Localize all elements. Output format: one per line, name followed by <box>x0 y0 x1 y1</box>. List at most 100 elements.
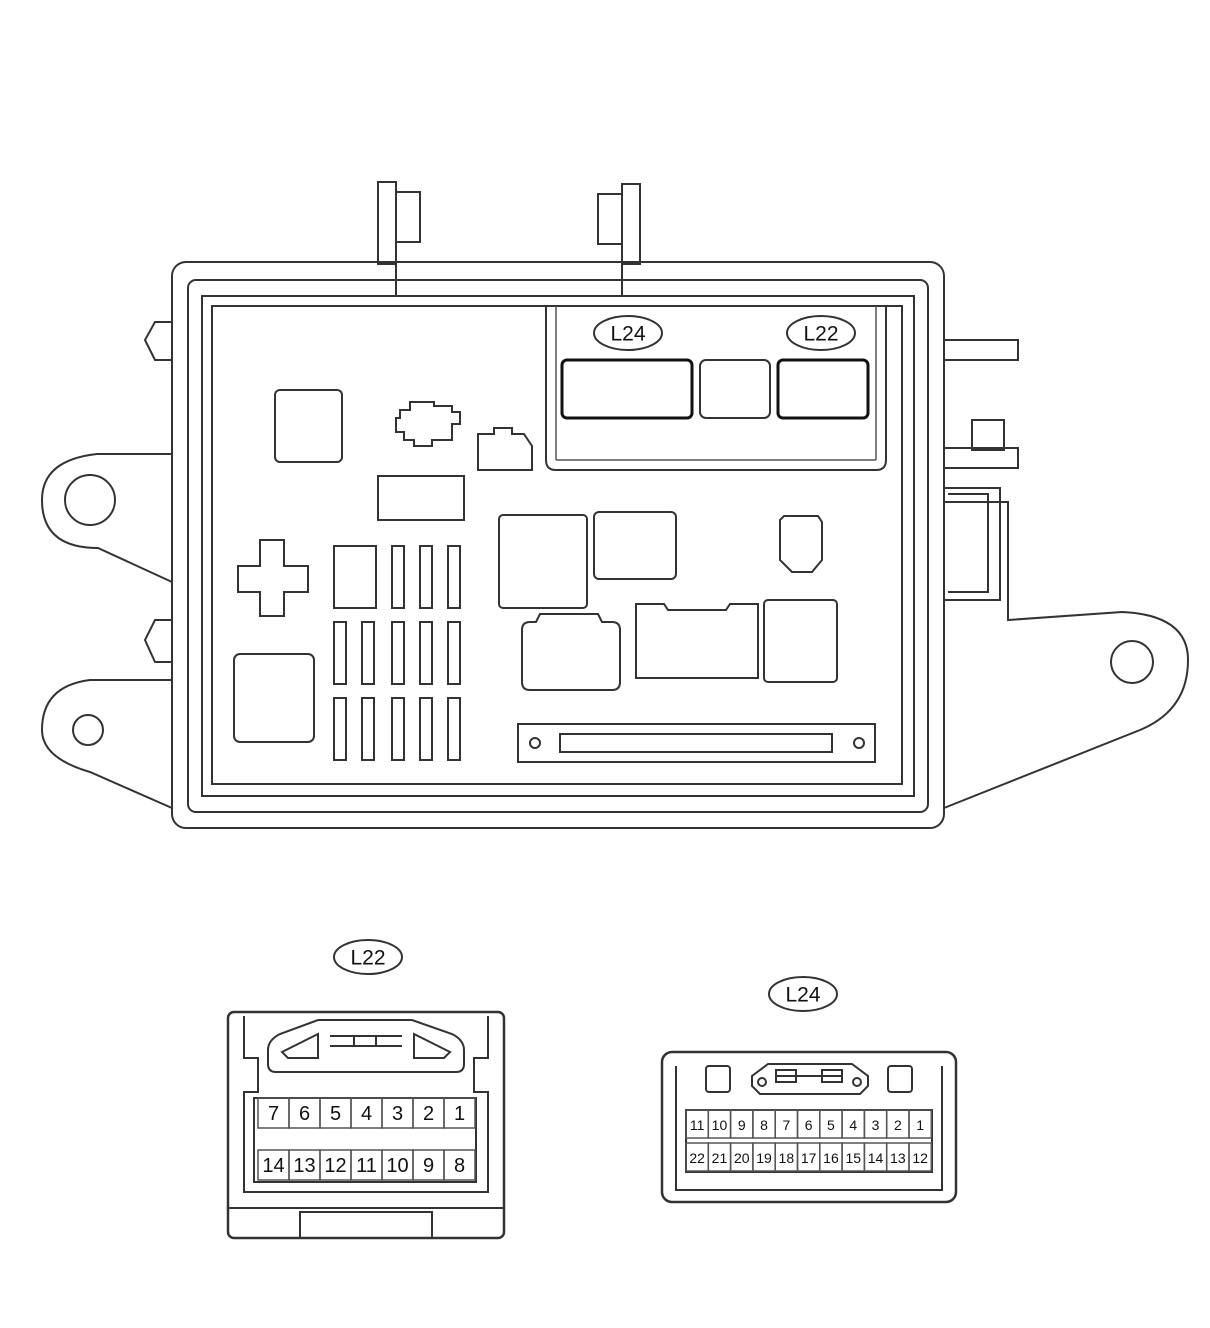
tag-l22-on-block: L22 <box>786 315 856 351</box>
fuse-slot <box>447 545 461 609</box>
pin-number: 11 <box>356 1155 377 1177</box>
pin-number: 20 <box>734 1150 750 1166</box>
right-tab-lower <box>944 447 1019 469</box>
connector-l22-lock <box>267 1019 465 1073</box>
pin-number: 17 <box>801 1150 817 1166</box>
top-tab-left-block <box>395 191 421 243</box>
pin-cavity <box>443 1149 476 1181</box>
diode-connector <box>395 401 461 447</box>
right-bracket-inner <box>948 493 989 593</box>
pin-number: 22 <box>689 1150 705 1166</box>
pin-number: 18 <box>779 1150 795 1166</box>
svg-text:L24: L24 <box>610 323 645 346</box>
tag-l24-on-block: L24 <box>593 315 663 351</box>
connector-l22-key <box>299 1211 433 1238</box>
relay-center <box>498 514 588 609</box>
top-tab-right-block <box>597 193 623 245</box>
pin-number: 1 <box>454 1103 465 1125</box>
pin-number: 4 <box>361 1103 372 1125</box>
fuse-slot <box>333 621 347 685</box>
fuse-strip-slot <box>559 733 833 753</box>
svg-text:L24: L24 <box>785 984 820 1007</box>
right-bracket <box>944 487 1001 601</box>
left-lower-mount-hole <box>72 714 104 746</box>
pin-number: 10 <box>386 1155 408 1177</box>
fuse-slot <box>447 697 461 761</box>
relay-round <box>521 613 621 691</box>
connector-l24-lock <box>751 1063 869 1095</box>
small-connector <box>477 427 533 471</box>
pin-cavity <box>908 1142 933 1172</box>
connector-l22-title: L22 <box>333 939 403 975</box>
component-plate <box>211 305 903 785</box>
left-upper-mounting-ear <box>40 453 173 583</box>
relay-top-left <box>274 389 343 463</box>
pin-number: 13 <box>293 1155 315 1177</box>
pin-cavity <box>443 1097 476 1129</box>
pin-number: 11 <box>690 1117 705 1133</box>
right-tab-lower-boss <box>971 419 1005 451</box>
connector-l24-shell <box>660 1050 958 1204</box>
pin-number: 6 <box>299 1103 310 1125</box>
fuse-slot <box>419 545 433 609</box>
right-tab-upper <box>943 339 1019 361</box>
pin-number: 14 <box>262 1155 284 1177</box>
left-lower-mounting-ear <box>40 679 173 809</box>
top-tab-left-stem <box>377 181 397 265</box>
relay-right <box>763 599 838 683</box>
pin-number: 16 <box>823 1150 839 1166</box>
pin-number: 12 <box>912 1150 928 1166</box>
relay-bottom-left <box>233 653 315 743</box>
pin-number: 5 <box>827 1117 835 1133</box>
pin-number: 21 <box>712 1150 728 1166</box>
fuse-maxi <box>333 545 377 609</box>
pin-number: 8 <box>760 1117 768 1133</box>
right-mounting-ear <box>943 501 1190 809</box>
cross-terminal <box>237 539 309 617</box>
pin-number: 2 <box>894 1117 902 1133</box>
pin-number: 6 <box>805 1117 813 1133</box>
fuse-slot <box>361 697 375 761</box>
connector-l22-cavity <box>243 1016 489 1193</box>
pin-number: 5 <box>330 1103 341 1125</box>
pin-number: 9 <box>738 1117 746 1133</box>
fuse-strip <box>517 723 876 763</box>
fuse-slot <box>391 621 405 685</box>
connector-bay <box>545 306 887 471</box>
socket-l22 <box>776 358 870 420</box>
svg-text:L22: L22 <box>350 947 385 970</box>
fuse-slot <box>447 621 461 685</box>
connector-l24-title: L24 <box>768 976 838 1012</box>
pin-number: 13 <box>890 1150 906 1166</box>
pin-number: 3 <box>872 1117 880 1133</box>
top-tab-right-stem <box>621 183 641 265</box>
housing-outer <box>171 261 945 829</box>
left-clip-lower <box>143 619 172 663</box>
housing-inner <box>201 295 915 797</box>
fusible-link <box>377 475 465 521</box>
pin-number: 9 <box>423 1155 434 1177</box>
svg-text:L22: L22 <box>803 323 838 346</box>
pin-cavity <box>908 1109 933 1139</box>
fuse-slot <box>391 697 405 761</box>
fuse-slot <box>361 621 375 685</box>
pin-number: 1 <box>916 1117 924 1133</box>
socket-l24 <box>560 358 694 420</box>
left-clip-upper <box>143 321 172 361</box>
right-mount-hole <box>1110 640 1154 684</box>
horn-connector <box>779 515 823 573</box>
left-upper-mount-hole <box>64 474 116 526</box>
pin-number: 7 <box>268 1103 279 1125</box>
relay-center-right <box>593 511 677 580</box>
pin-number: 12 <box>324 1155 346 1177</box>
pin-number: 3 <box>392 1103 403 1125</box>
fuse-slot <box>333 697 347 761</box>
pin-number: 15 <box>845 1150 861 1166</box>
relay-wide <box>635 603 759 679</box>
pin-number: 4 <box>849 1117 857 1133</box>
